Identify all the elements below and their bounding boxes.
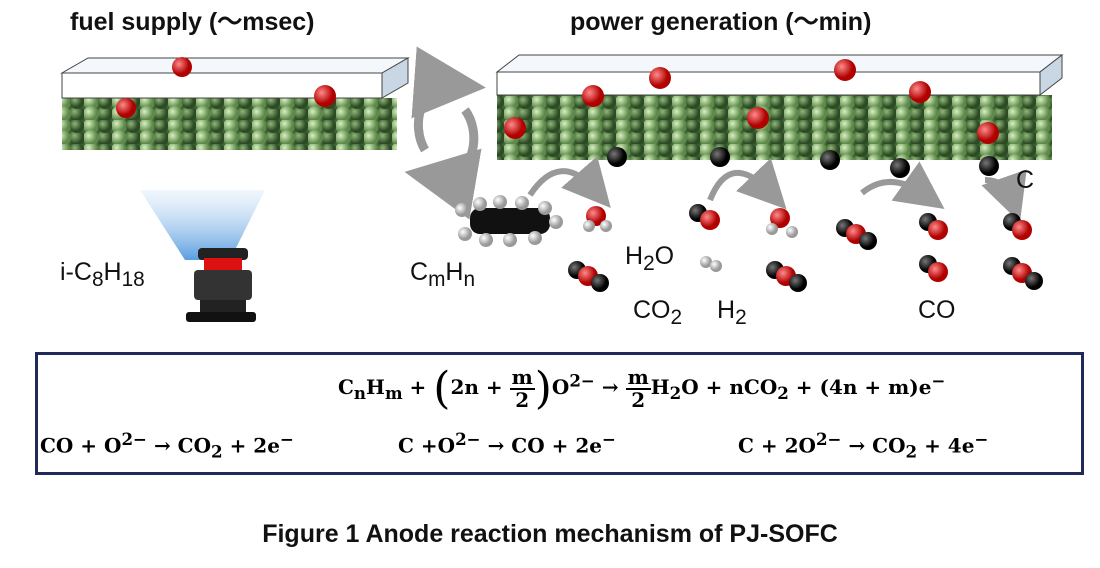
label-h2o: H2O xyxy=(625,242,675,275)
cycle-arrows-icon xyxy=(404,46,486,220)
spray-beam xyxy=(140,190,265,260)
anode-slab-right xyxy=(495,53,1064,160)
equation-c-to-co: C +O2− → CO + 2e− xyxy=(398,429,616,458)
injector-icon xyxy=(186,248,256,322)
header-power-generation: power generation (～min) xyxy=(570,8,872,36)
anode-slab-left xyxy=(60,57,410,150)
label-h2: H2 xyxy=(717,296,747,329)
mechanism-diagram xyxy=(60,46,1064,322)
label-co: CO xyxy=(918,296,956,324)
equation-c-to-co2: C + 2O2− → CO2 + 4e− xyxy=(738,429,989,462)
label-carbon: C xyxy=(1016,166,1035,194)
product-molecules xyxy=(568,204,1043,292)
header-fuel-supply: fuel supply (～msec) xyxy=(70,8,315,36)
label-co2: CO2 xyxy=(633,296,683,329)
reaction-arrows xyxy=(527,156,1027,223)
equation-co-oxidation: CO + O2− → CO2 + 2e− xyxy=(40,429,294,462)
hydrocarbon-molecule xyxy=(455,195,563,247)
figure-caption: Figure 1 Anode reaction mechanism of PJ-… xyxy=(262,520,838,548)
label-hydrocarbon: CmHn xyxy=(410,258,476,291)
label-isooctane: i-C8H18 xyxy=(60,258,145,291)
